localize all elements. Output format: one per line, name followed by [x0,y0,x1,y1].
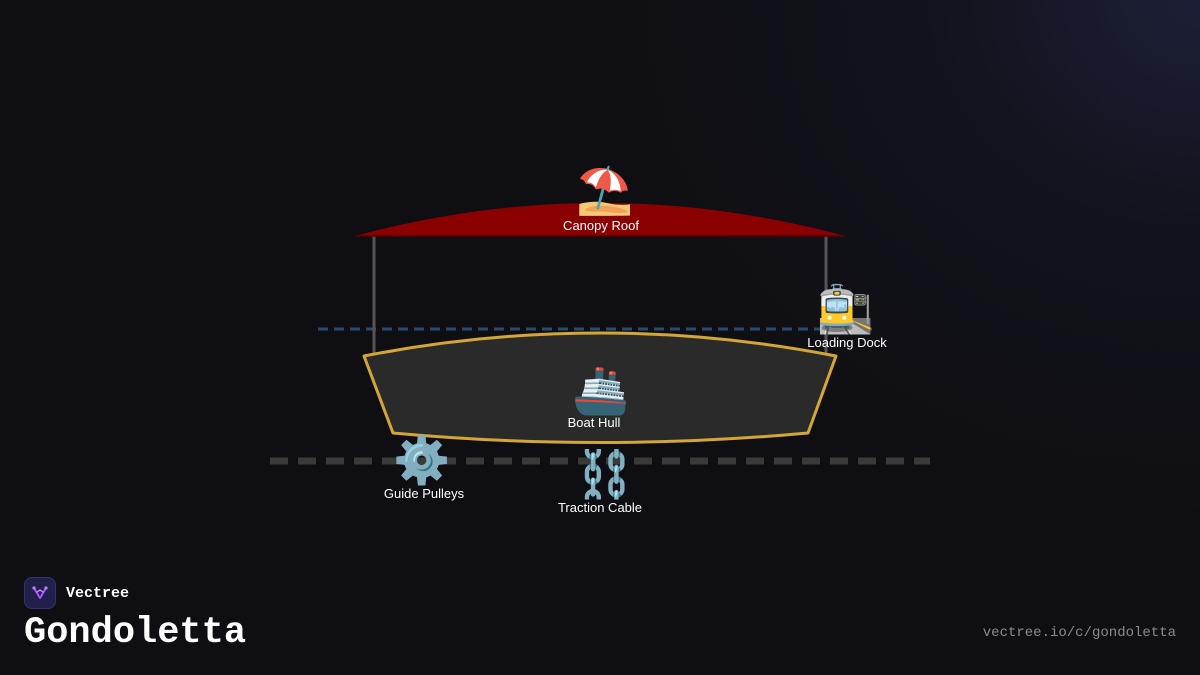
source-url[interactable]: vectree.io/c/gondoletta [982,625,1176,641]
brand: Vectree [24,577,129,609]
loading-dock-label: Loading Dock [807,335,887,350]
boat-hull-label-wrap: Boat Hull [568,415,621,431]
canopy-roof-shape [355,203,845,236]
loading-dock-label-wrap: Loading Dock [807,335,887,351]
tram-station-icon: 🚉 [817,282,875,336]
canopy-roof-part: ⛱️ [576,165,633,215]
traction-cable-label: Traction Cable [557,500,643,515]
boat-hull-label: Boat Hull [567,415,621,430]
brand-name: Vectree [66,584,130,602]
guide-pulleys-part: ⚙️ [393,435,450,485]
loading-dock-part: 🚉 [817,284,874,334]
traction-cable-label-wrap: Traction Cable [558,500,642,516]
vectree-logo-icon [24,577,56,609]
guide-pulleys-label-wrap: Guide Pulleys [384,486,464,502]
page-title: Gondoletta [24,612,247,654]
ship-icon: 🚢 [572,363,630,417]
traction-cable-part: ⛓️ [576,449,633,499]
canopy-roof-label-wrap: Canopy Roof [563,218,639,234]
gear-icon: ⚙️ [393,433,451,487]
beach-umbrella-icon: ⛱️ [576,163,634,217]
chain-icon: ⛓️ [576,447,634,501]
guide-pulleys-label: Guide Pulleys [383,486,465,501]
boat-hull-shape [362,331,838,444]
boat-hull-part: 🚢 [572,365,629,415]
canopy-roof-label: Canopy Roof [563,218,639,233]
